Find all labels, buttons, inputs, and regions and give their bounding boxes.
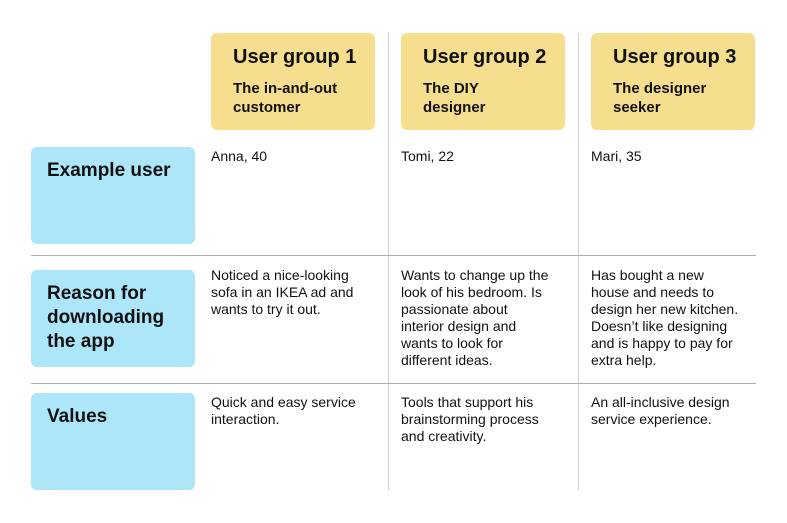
user-group-1-title: User group 1 [233,46,357,68]
row-label-values: Values [31,393,195,490]
cell-values-group-1: Quick and easy service interaction. [211,394,356,427]
row-label-text: Example user [47,160,171,181]
row-label-reason: Reason for downloading the app [31,270,195,367]
row-label-example-user: Example user [31,147,195,244]
user-group-3-title: User group 3 [613,46,737,68]
cell-example-user-group-1: Anna, 40 [211,148,268,164]
cell-reason-group-1: Noticed a nice-looking sofa in an IKEA a… [211,267,354,317]
cell-reason-group-3: Has bought a new house and needs to desi… [591,267,739,368]
user-group-3-subtitle: The designer seeker [613,80,707,116]
user-group-2-title: User group 2 [423,46,547,68]
user-group-2-subtitle: The DIY designer [423,80,486,116]
row-label-text: Values [47,406,108,427]
column-divider-1 [388,33,389,490]
cell-values-group-2: Tools that support his brainstorming pro… [401,394,539,444]
user-group-1-card: User group 1 The in-and-out customer [211,33,375,130]
cell-reason-group-2: Wants to change up the look of his bedro… [401,267,549,368]
row-divider-2 [31,383,756,384]
row-label-text: Reason for downloading the app [47,283,165,352]
user-group-2-card: User group 2 The DIY designer [401,33,565,130]
row-divider-1 [31,255,756,256]
cell-values-group-3: An all-inclusive design service experien… [591,394,730,427]
cell-example-user-group-2: Tomi, 22 [401,148,454,164]
user-group-3-card: User group 3 The designer seeker [591,33,755,130]
cell-example-user-group-3: Mari, 35 [591,148,642,164]
column-divider-2 [578,33,579,490]
user-group-1-subtitle: The in-and-out customer [233,80,338,116]
